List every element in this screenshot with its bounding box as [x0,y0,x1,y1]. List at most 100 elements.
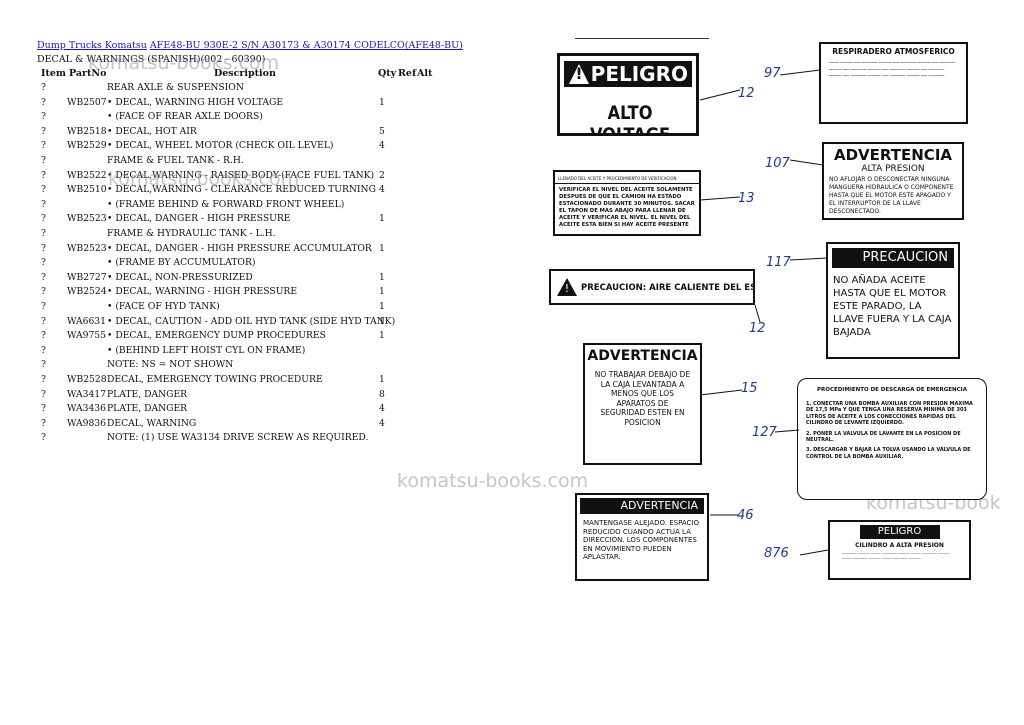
escape-label: PRECAUCION: AIRE CALIENTE DEL ESCAPE [581,283,753,293]
callout-label: 117 [766,255,791,270]
table-row: ?• (FRAME BEHIND & FORWARD FRONT WHEEL) [0,199,540,213]
description-cell: • DECAL, NON-PRESSURIZED [107,271,253,283]
description-cell: • DECAL, WARNING - HIGH PRESSURE [107,286,298,298]
item-cell: ? [41,213,46,225]
decal-peligro-cilindro: PELIGRO CILINDRO A ALTA PRESION ────── ─… [828,520,971,580]
table-row: ?WA9755• DECAL, EMERGENCY DUMP PROCEDURE… [0,330,540,344]
callout-label: 12 [749,321,766,336]
peligro-label: PELIGRO [877,526,922,537]
header-alt: Alt [417,68,433,79]
callout-label: 13 [738,191,755,206]
partno-cell: WB2523 [67,213,107,225]
descarga-step-1: 1. CONECTAR UNA BOMBA AUXILIAR CON PRESI… [806,401,973,427]
table-row: ?NOTE: (1) USE WA3134 DRIVE SCREW AS REQ… [0,432,540,446]
advertencia-label: ADVERTENCIA [620,499,698,512]
callout-label: 127 [752,425,777,440]
item-cell: ? [41,403,46,415]
qty-cell: 1 [379,301,385,312]
descarga-step-3: 3. DESCARGAR Y BAJAR LA TOLVA USANDO LA … [806,447,971,460]
description-cell: FRAME & FUEL TANK - R.H. [107,155,244,166]
table-row: ?FRAME & FUEL TANK - R.H. [0,155,540,169]
alto-voltage-label: ALTO VOLTAGE [589,102,671,136]
callout-label: 46 [737,508,754,523]
qty-cell: 1 [379,242,385,254]
partno-cell: WA9836 [67,417,107,429]
respiradero-title: RESPIRADERO ATMOSFERICO [832,47,955,56]
table-row: ?WB2522• DECAL,WARNING - RAISED BODY-(FA… [0,170,540,184]
peligro-label: PELIGRO [590,62,688,86]
partno-cell: WB2518 [67,125,107,137]
partno-cell: WB2524 [67,286,107,298]
decal-respiradero: RESPIRADERO ATMOSFERICO ─── ──── ── ────… [819,42,968,124]
partno-cell: WB2507 [67,96,107,108]
item-cell: ? [41,228,46,239]
description-cell: • DECAL, WHEEL MOTOR (CHECK OIL LEVEL) [107,140,334,152]
decal-precaucion: PRECAUCION NO AÑADA ACEITE HASTA QUE EL … [826,242,960,359]
divider [575,38,709,39]
watermark: komatsu-books.com [88,52,280,74]
qty-cell: 1 [379,96,385,108]
description-cell: PLATE, DANGER [107,403,188,415]
description-cell: • DECAL, WARNING HIGH VOLTAGE [107,96,284,108]
table-row: ? WB2727• DECAL, NON-PRESSURIZED 1 [0,272,540,286]
item-cell: ? [41,432,46,444]
descarga-title: PROCEDIMIENTO DE DESCARGA DE EMERGENCIA [817,387,967,393]
description-cell: • DECAL,WARNING - RAISED BODY-(FACE FUEL… [107,169,375,181]
qty-cell: 4 [379,184,385,196]
description-cell: FRAME & HYDRAULIC TANK - L.H. [107,228,276,239]
description-cell: DECAL, WARNING [107,417,197,429]
callout-label: 876 [764,546,789,561]
table-row: ?WB2510• DECAL,WARNING - CLEARANCE REDUC… [0,184,540,198]
table-row: ?WB2523• DECAL, DANGER - HIGH PRESSURE A… [0,243,540,257]
table-row: ?• (FACE OF HYD TANK)1 [0,301,540,315]
table-row: ? • (BEHIND LEFT HOIST CYL ON FRAME) [0,345,540,359]
item-cell: ? [41,344,46,356]
header-qty: Qty [378,68,397,79]
descarga-step-2: 2. PONER LA VALVULA DE LAVANTE EN LA POS… [806,430,961,444]
description-cell: • DECAL, DANGER - HIGH PRESSURE [107,213,291,225]
table-row: ?WB2529• DECAL, WHEEL MOTOR (CHECK OIL L… [0,140,540,154]
breadcrumb-link-model[interactable]: AFE48-BU 930E-2 S/N A30173 & A30174 CODE… [149,40,463,51]
item-cell: ? [41,111,46,123]
cilindro-label: CILINDRO A ALTA PRESION [855,542,944,549]
precaucion-banner: PRECAUCION [832,248,954,268]
callout-label: 15 [741,381,758,396]
description-cell: • (BEHIND LEFT HOIST CYL ON FRAME) [107,344,306,356]
qty-cell: 8 [379,388,385,400]
respiradero-text: ─── ──── ── ───── ──── ── ───── ──── ── … [829,60,955,79]
item-cell: ? [41,184,46,196]
description-cell: REAR AXLE & SUSPENSION [107,82,244,93]
partno-cell: WA3436 [67,403,107,415]
partno-cell: WB2523 [67,242,107,254]
qty-cell: 1 [379,374,385,385]
table-row: ? WB2507• DECAL, WARNING HIGH VOLTAGE 1 [0,97,540,111]
decal-descarga-emergencia: PROCEDIMIENTO DE DESCARGA DE EMERGENCIA … [797,378,987,500]
description-cell: • DECAL, HOT AIR [107,125,197,137]
aceite-text: VERIFICAR EL NIVEL DEL ACEITE SOLAMENTE … [559,187,695,228]
item-cell: ? [41,96,46,108]
header-partno: PartNo [69,68,107,79]
advertencia-caja-text: NO TRABAJAR DEBAJO DE LA CAJA LEVANTADA … [594,370,691,427]
description-cell: • DECAL, DANGER - HIGH PRESSURE ACCUMULA… [107,242,372,254]
qty-cell: 1 [379,315,385,327]
advertencia-title: ADVERTENCIA [833,146,953,164]
item-cell: ? [41,301,46,312]
partno-cell: WB2528 [67,374,107,385]
item-cell: ? [41,374,46,385]
peligro-banner: ! PELIGRO [564,61,692,87]
partno-cell: WB2510 [67,184,107,196]
partno-cell: WB2727 [67,271,107,283]
decal-advertencia-alta-presion: ADVERTENCIA ALTA PRESION NO AFLOJAR O DE… [822,142,964,220]
decal-advertencia-direccion: ADVERTENCIA MANTENGASE ALEJADO. ESPACIO … [575,493,709,581]
table-row: ? FRAME & HYDRAULIC TANK - L.H. [0,228,540,242]
qty-cell: 1 [379,271,385,283]
breadcrumb-link-category[interactable]: Dump Trucks Komatsu [37,40,147,51]
item-cell: ? [41,271,46,283]
callout-label: 107 [765,156,790,171]
